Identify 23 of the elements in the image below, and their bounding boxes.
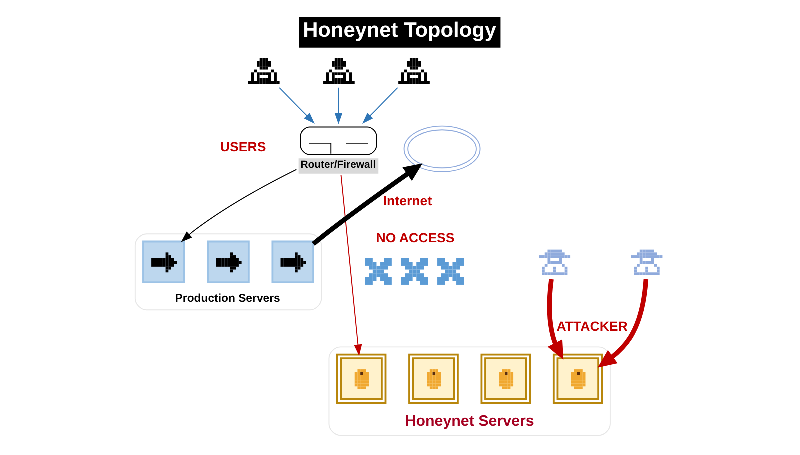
arrow	[547, 279, 564, 360]
label: USERS	[220, 140, 266, 155]
arrow	[340, 174, 362, 356]
edge-label: Internet	[383, 193, 432, 208]
node-box	[272, 240, 314, 284]
cluster: Production Servers	[134, 234, 322, 311]
arrow	[334, 87, 343, 124]
arrow	[181, 169, 298, 242]
arrow	[598, 279, 649, 368]
node-box	[142, 240, 186, 284]
arrow	[312, 164, 423, 246]
diagram-title: Honeynet Topology	[303, 19, 497, 42]
arrow	[362, 87, 398, 124]
node-cloud	[404, 126, 481, 172]
node-box	[207, 240, 250, 284]
edge-label: NO ACCESS	[376, 230, 455, 246]
edge-label: ATTACKER	[556, 318, 628, 334]
node-box	[552, 354, 604, 404]
node-box	[480, 354, 532, 404]
cluster: Honeynet Servers	[328, 346, 611, 436]
arrow	[279, 87, 315, 124]
node-box	[336, 354, 387, 404]
node-box	[408, 354, 459, 404]
